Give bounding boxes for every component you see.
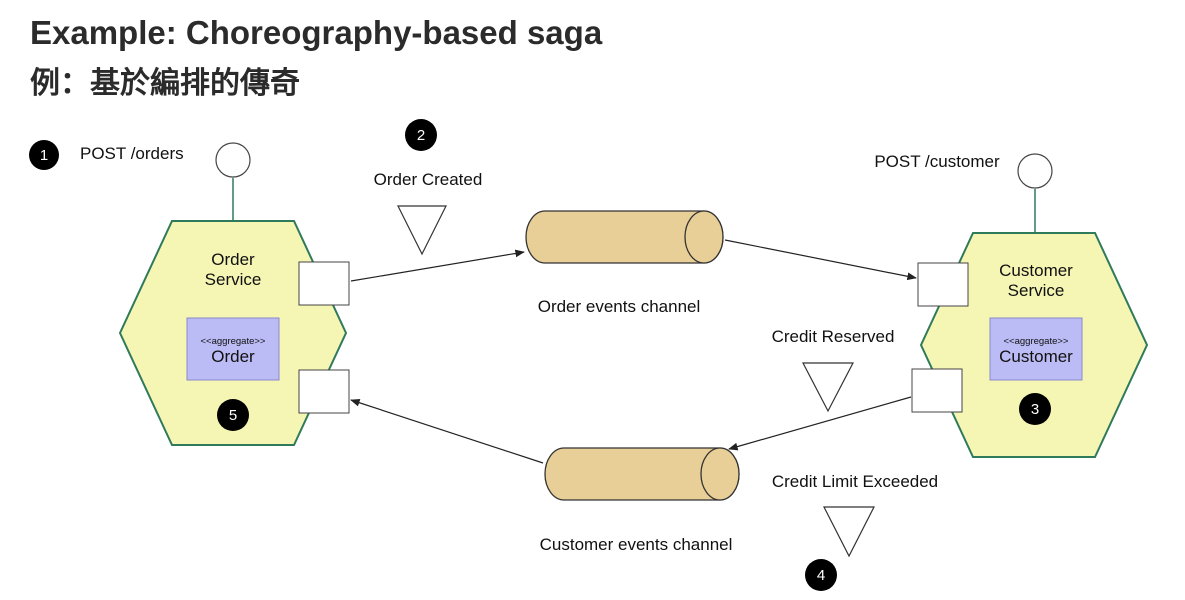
step-5-number: 5 bbox=[229, 407, 237, 424]
credit-limit-exceeded-label: Credit Limit Exceeded bbox=[772, 472, 938, 491]
page-title: Example: Choreography-based saga bbox=[30, 14, 603, 51]
order-aggregate-stereotype: <<aggregate>> bbox=[201, 336, 266, 347]
channel-to-customer-arrow bbox=[724, 239, 917, 281]
order-channel-cap bbox=[684, 210, 724, 264]
order-service-name-line2: Service bbox=[205, 270, 262, 289]
post-orders-label: POST /orders bbox=[80, 144, 184, 163]
customer-inbound-port bbox=[917, 262, 969, 307]
step-2-number: 2 bbox=[417, 127, 425, 144]
order-outbound-port bbox=[298, 261, 350, 306]
customer-service-name-line2: Service bbox=[1008, 281, 1065, 300]
order-service: Order Service <<aggregate>> Order 5 bbox=[118, 142, 350, 446]
customer-events-channel: Customer events channel bbox=[540, 447, 740, 554]
step-5-badge bbox=[217, 399, 249, 431]
customer-events-channel-label: Customer events channel bbox=[540, 535, 733, 554]
credit-reserved-event-icon bbox=[802, 362, 854, 413]
order-to-channel-arrow bbox=[350, 249, 525, 282]
customer-service: POST /customer Customer Service <<aggreg… bbox=[874, 152, 1149, 458]
order-created-label: Order Created bbox=[374, 170, 483, 189]
customer-endpoint bbox=[1017, 153, 1053, 189]
step-1-number: 1 bbox=[40, 147, 48, 164]
customer-outbound-port bbox=[911, 368, 963, 413]
step-1: 1 POST /orders bbox=[29, 140, 184, 170]
step-2: 2 Order Created bbox=[374, 119, 483, 256]
page-subtitle: 例：基於編排的傳奇 bbox=[30, 66, 300, 101]
post-customer-label: POST /customer bbox=[874, 152, 1000, 171]
step-2-badge bbox=[405, 119, 437, 151]
order-aggregate-name: Order bbox=[211, 347, 255, 366]
step-4-badge bbox=[805, 559, 837, 591]
step-4: Credit Limit Exceeded 4 bbox=[772, 472, 938, 591]
customer-aggregate-name: Customer bbox=[999, 347, 1073, 366]
channel-to-order-arrow bbox=[350, 399, 544, 464]
customer-channel-cap bbox=[700, 447, 740, 501]
credit-limit-exceeded-event-icon bbox=[823, 506, 875, 558]
order-events-channel-label: Order events channel bbox=[538, 297, 701, 316]
order-events-channel: Order events channel bbox=[525, 210, 724, 316]
step-3-number: 3 bbox=[1031, 401, 1039, 418]
order-aggregate-box bbox=[186, 317, 280, 381]
step-1-badge bbox=[29, 140, 59, 170]
order-service-name-line1: Order bbox=[211, 250, 255, 269]
order-created-event-icon bbox=[397, 205, 447, 256]
order-endpoint bbox=[215, 142, 251, 178]
customer-service-name-line1: Customer bbox=[999, 261, 1073, 280]
customer-aggregate-box bbox=[989, 317, 1083, 381]
credit-reserved-event: Credit Reserved bbox=[772, 327, 895, 413]
credit-reserved-label: Credit Reserved bbox=[772, 327, 895, 346]
customer-aggregate-stereotype: <<aggregate>> bbox=[1004, 336, 1069, 347]
step-4-number: 4 bbox=[817, 567, 825, 584]
step-3-badge bbox=[1019, 393, 1051, 425]
customer-to-channel-arrow bbox=[728, 396, 912, 451]
order-inbound-port bbox=[298, 369, 350, 414]
